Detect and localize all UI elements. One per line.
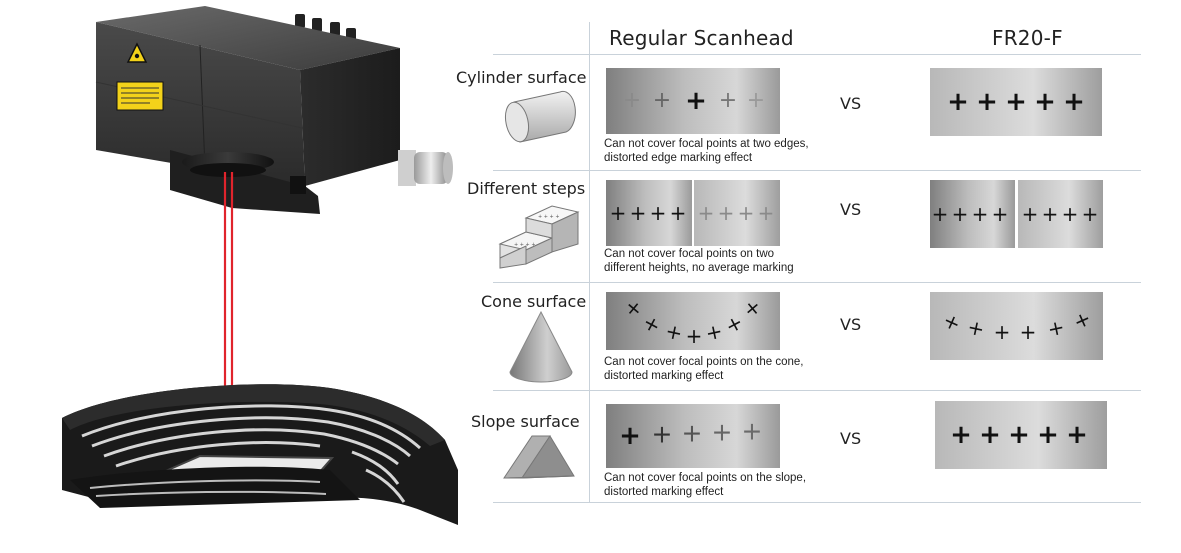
vs-label: VS [840,200,862,219]
regular-cone-panel: + + + + + + + [606,292,780,350]
mark-cross: + [1061,202,1079,226]
mark-cross: + [1069,305,1095,335]
mark-cross: + [971,202,989,226]
mark-cross: + [1041,202,1059,226]
row-divider [493,282,1141,283]
mark-cross: + [1045,314,1067,342]
row-divider [493,502,1141,503]
mark-cross: + [1021,202,1039,226]
mark-cross: + [663,318,685,346]
mark-cross: + [951,202,969,226]
mark-cross: + [931,202,949,226]
mark-cross: + [685,86,707,116]
mark-cross: + [1066,420,1088,450]
mark-cross: + [619,421,641,451]
mark-cross: + [669,201,687,225]
mark-cross: + [1005,87,1027,117]
mark-cross: + [1008,420,1030,450]
laser-warning-icon [126,42,148,63]
cone-icon [508,310,574,384]
mark-cross: + [950,420,972,450]
mark-cross: + [1019,320,1037,344]
header-regular-scanhead: Regular Scanhead [609,26,794,50]
fr-steps-panel-a: + + + + [930,180,1015,248]
mark-cross: + [757,201,775,225]
mark-cross: + [649,201,667,225]
fr-cylinder-panel: + + + + + [930,68,1102,136]
mark-cross: + [711,417,733,447]
slope-prism-icon [500,430,578,482]
vs-label: VS [840,429,862,448]
mark-cross: + [979,420,1001,450]
mark-cross: + [622,88,642,113]
fr-slope-panel: + + + + + [935,401,1107,469]
scanhead-front [96,22,305,186]
laser-beam [221,172,235,423]
column-divider [589,22,590,502]
mark-cross: + [965,314,987,342]
vs-label: VS [840,94,862,113]
mark-cross: + [629,201,647,225]
cylinder-icon [500,88,578,146]
svg-text:+ + + +: + + + + [538,214,560,220]
scanhead-top [96,6,400,70]
mark-cross: + [737,201,755,225]
note-cylinder: Can not cover focal points at two edges,… [604,138,809,164]
row-label-steps: Different steps [467,179,586,198]
mark-cross: + [681,418,703,448]
mark-cross: + [717,201,735,225]
row-divider [493,54,1141,55]
vs-label: VS [840,315,862,334]
mark-cross: + [651,419,673,449]
header-fr20f: FR20-F [992,26,1063,50]
mark-cross: + [609,201,627,225]
regular-slope-panel: + + + + + [606,404,780,468]
scanhead-illustration [0,0,480,549]
fr-steps-panel-b: + + + + [1018,180,1103,248]
mark-cross: + [685,324,703,348]
cable-fitting [414,152,448,184]
mark-cross: + [697,201,715,225]
mark-cross: + [703,318,725,346]
mark-cross: + [619,293,649,323]
mark-cross: + [1081,202,1099,226]
note-cone: Can not cover focal points on the cone,d… [604,356,804,382]
steps-block-icon: + + + + + + + + [496,200,582,272]
regular-steps-panel-b: + + + + [694,180,780,246]
mark-cross: + [976,87,998,117]
mark-cross: + [947,87,969,117]
tire-workpiece [62,384,458,525]
mark-cross: + [993,320,1011,344]
mark-cross: + [737,293,767,323]
note-slope: Can not cover focal points on the slope,… [604,472,807,498]
mark-cross: + [991,202,1009,226]
mark-cross: + [638,309,666,339]
mark-cross: + [720,309,748,339]
regular-steps-panel-a: + + + + [606,180,692,246]
row-divider [493,390,1141,391]
mark-cross: + [1037,420,1059,450]
mark-cross: + [1063,87,1085,117]
mark-cross: + [1034,87,1056,117]
warning-label-sticker [116,81,164,111]
regular-cylinder-panel: + + + + + [606,68,780,134]
mark-cross: + [718,88,738,113]
row-divider [493,170,1141,171]
fr-cone-panel: + + + + + + [930,292,1103,360]
row-label-cone: Cone surface [481,292,587,311]
row-label-slope: Slope surface [471,412,580,431]
svg-text:+ + + +: + + + + [514,242,536,248]
mark-cross: + [746,88,766,113]
scanhead-side [300,48,400,186]
mark-cross: + [939,307,965,337]
mark-cross: + [741,416,763,446]
row-label-cylinder: Cylinder surface [456,68,587,87]
mark-cross: + [652,88,672,113]
